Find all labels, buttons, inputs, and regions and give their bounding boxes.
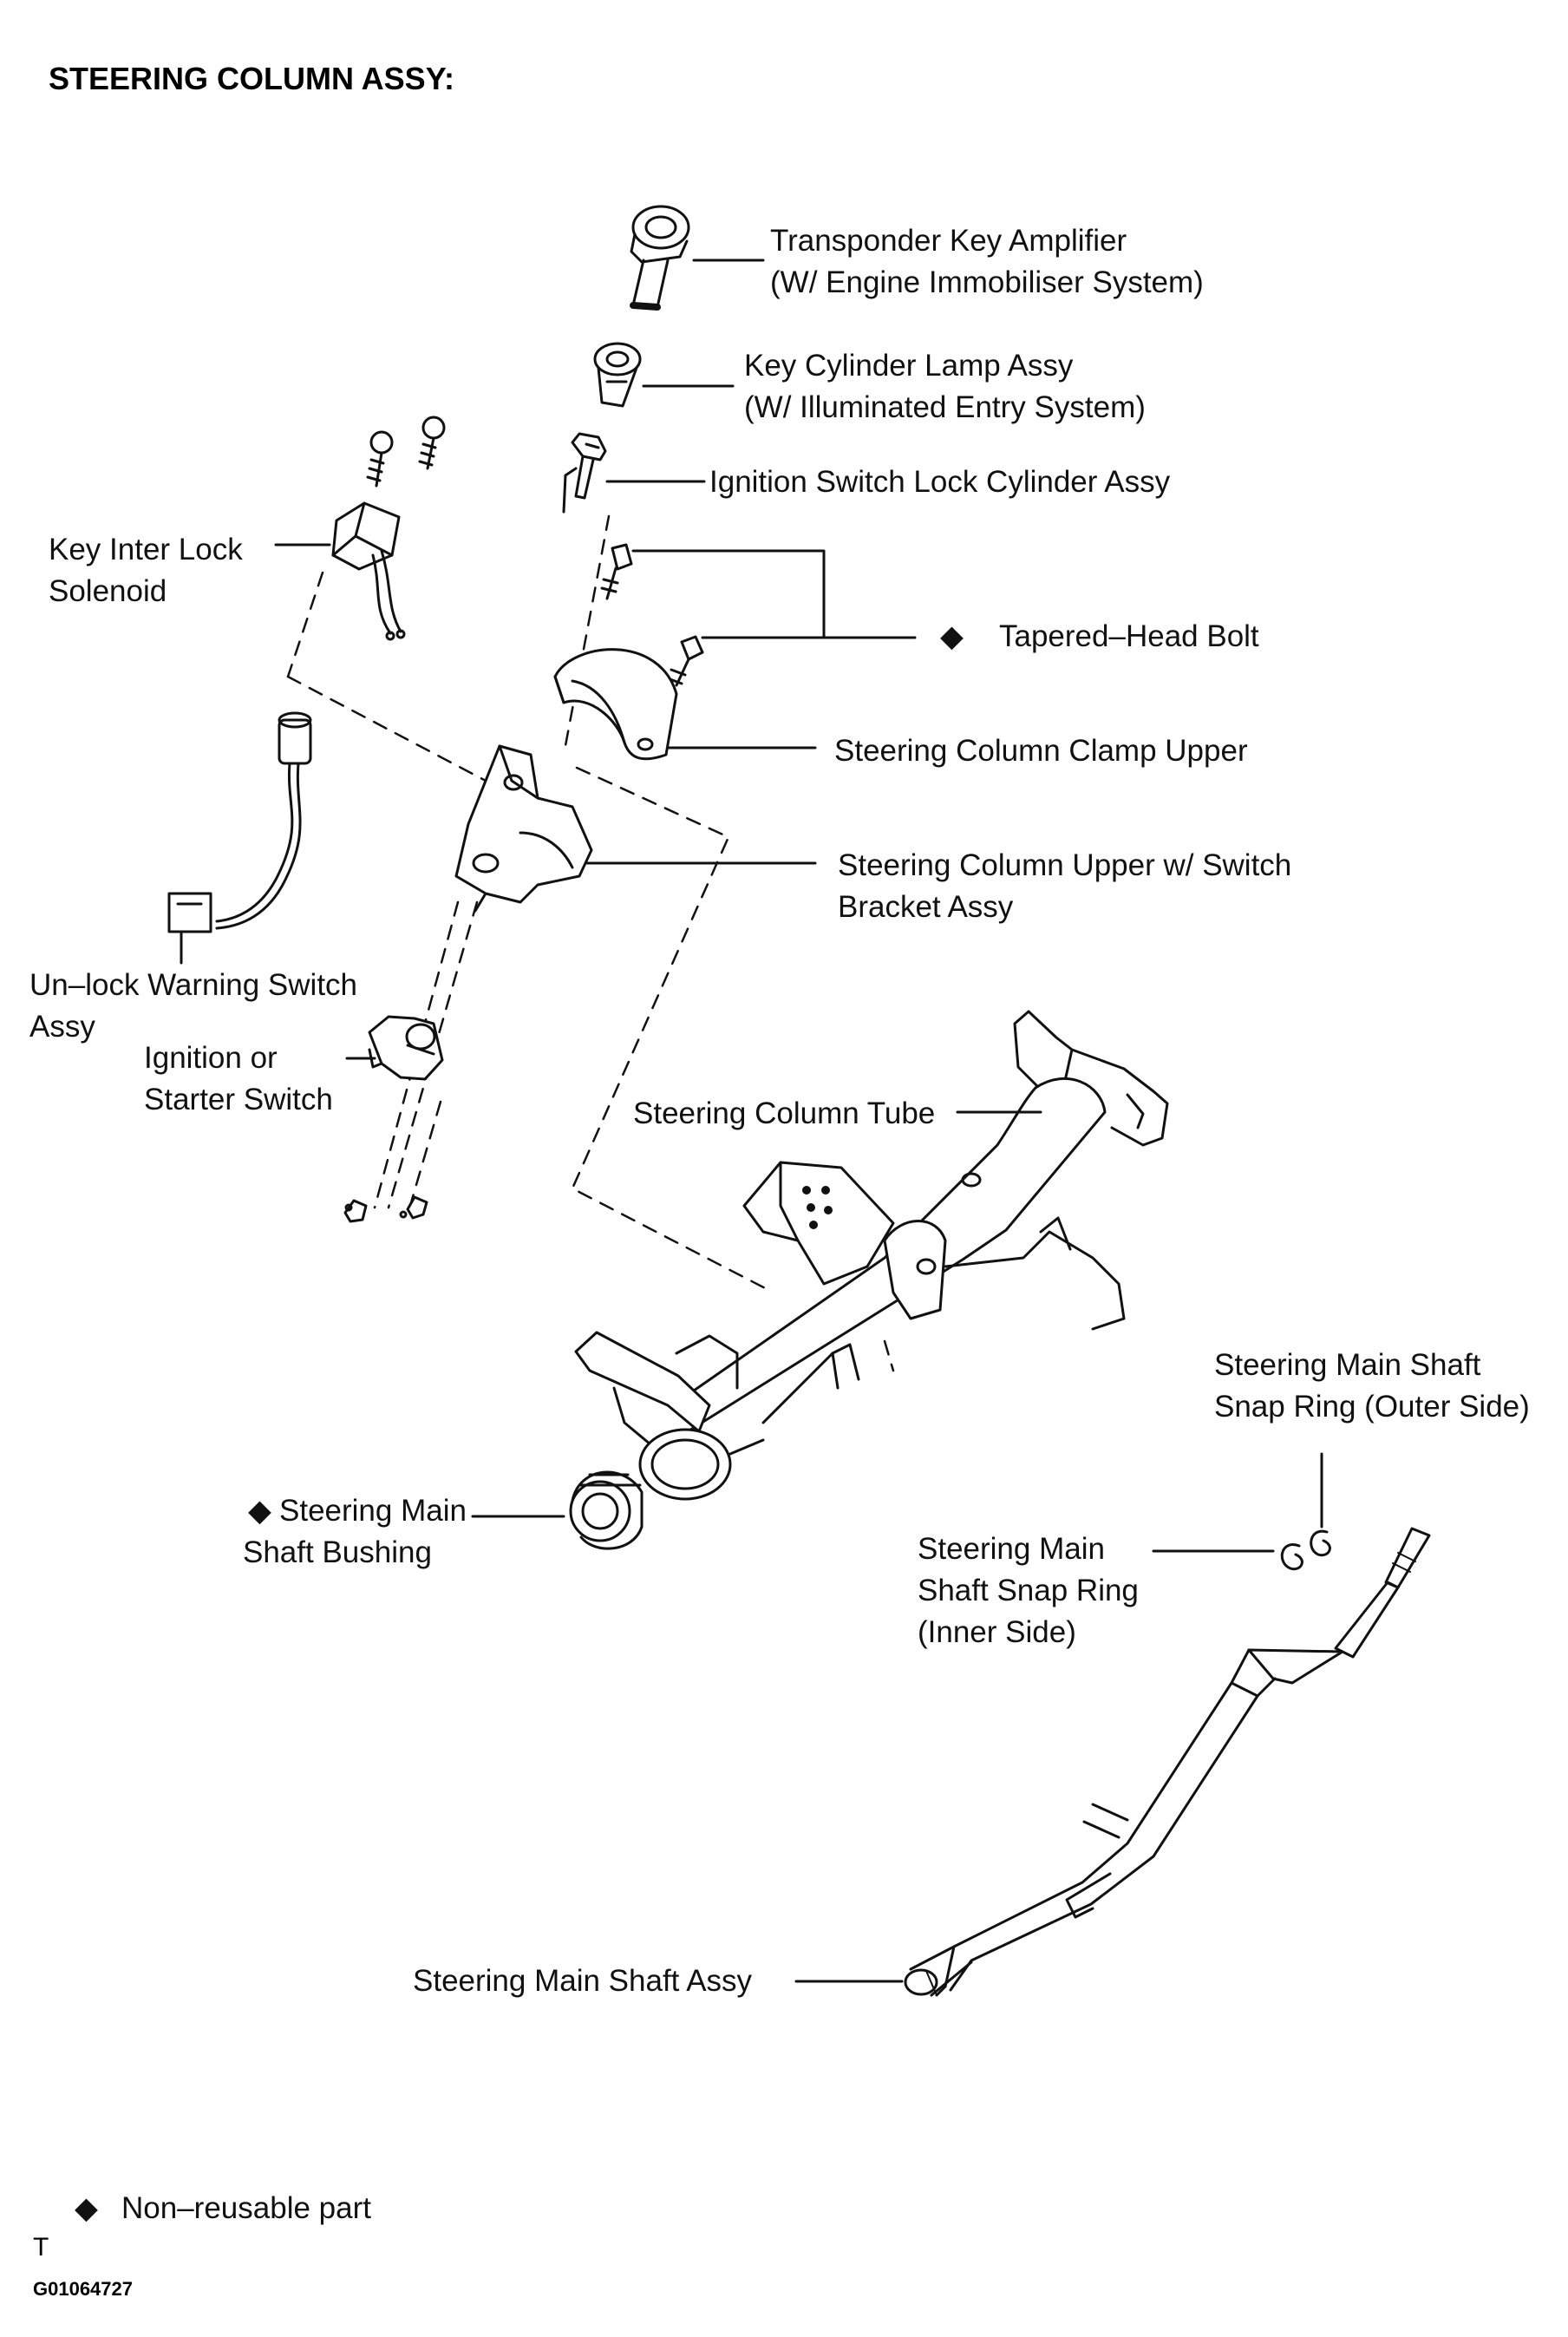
label-unlock-warning-line1: Un–lock Warning Switch [29, 968, 358, 1002]
label-unlock-warning-line2: Assy [29, 1010, 95, 1044]
switch-screws [343, 1195, 428, 1223]
label-ignition-starter-line2: Starter Switch [144, 1083, 333, 1116]
label-clamp-upper: Steering Column Clamp Upper [834, 734, 1248, 768]
label-tapered-head-bolt: Tapered–Head Bolt [999, 619, 1259, 653]
column-clamp-upper-part [553, 648, 678, 761]
key-cylinder-lamp-part [593, 342, 642, 408]
transponder-key-amplifier-part [630, 205, 690, 311]
legend-symbol: ◆ [75, 2191, 98, 2225]
label-outer-snap-line2: Snap Ring (Outer Side) [1214, 1390, 1530, 1424]
ignition-starter-switch-part [368, 1015, 444, 1081]
column-tube-part [574, 1010, 1169, 1501]
label-key-cylinder-lamp-line2: (W/ Illuminated Entry System) [744, 390, 1146, 424]
legend-text: Non–reusable part [121, 2191, 371, 2225]
label-main-shaft: Steering Main Shaft Assy [413, 1964, 753, 1998]
non-reusable-marker-bushing: ◆ [248, 1494, 271, 1528]
label-column-tube: Steering Column Tube [633, 1096, 936, 1130]
ignition-lock-cylinder-part [562, 432, 607, 514]
label-bushing-line1: Steering Main [279, 1494, 467, 1528]
main-shaft-bushing-part [569, 1470, 644, 1550]
label-upper-bracket-line2: Bracket Assy [838, 890, 1014, 924]
key-interlock-solenoid-part [331, 501, 406, 641]
label-upper-bracket-line1: Steering Column Upper w/ Switch [838, 848, 1292, 882]
label-bushing-line2: Shaft Bushing [243, 1535, 432, 1569]
label-key-interlock-line1: Key Inter Lock [49, 533, 243, 566]
label-transponder-line2: (W/ Engine Immobiliser System) [770, 265, 1204, 299]
column-upper-bracket-part [454, 744, 593, 913]
label-inner-snap-line2: Shaft Snap Ring [918, 1574, 1139, 1607]
solenoid-screws [366, 416, 446, 488]
label-key-interlock-line2: Solenoid [49, 574, 167, 608]
label-key-cylinder-lamp-line1: Key Cylinder Lamp Assy [744, 349, 1074, 383]
snap-rings-part [1280, 1529, 1331, 1571]
main-shaft-part [904, 1527, 1431, 1997]
diagram-title: STEERING COLUMN ASSY: [49, 61, 455, 96]
footer-code-letter: T [33, 2233, 49, 2262]
label-inner-snap-line3: (Inner Side) [918, 1615, 1076, 1649]
label-outer-snap-line1: Steering Main Shaft [1214, 1348, 1481, 1382]
unlock-warning-switch-part [167, 711, 312, 933]
tapered-head-bolts [600, 543, 704, 687]
label-inner-snap-line1: Steering Main [918, 1532, 1105, 1566]
non-reusable-marker-tapered-bolt: ◆ [940, 619, 964, 653]
label-ignition-starter-line1: Ignition or [144, 1041, 278, 1075]
footer-figure-id: G01064727 [33, 2278, 133, 2300]
label-transponder-line1: Transponder Key Amplifier [770, 224, 1127, 258]
leader-tapered-bolt [631, 549, 917, 639]
label-ignition-lock-cylinder: Ignition Switch Lock Cylinder Assy [709, 465, 1171, 499]
